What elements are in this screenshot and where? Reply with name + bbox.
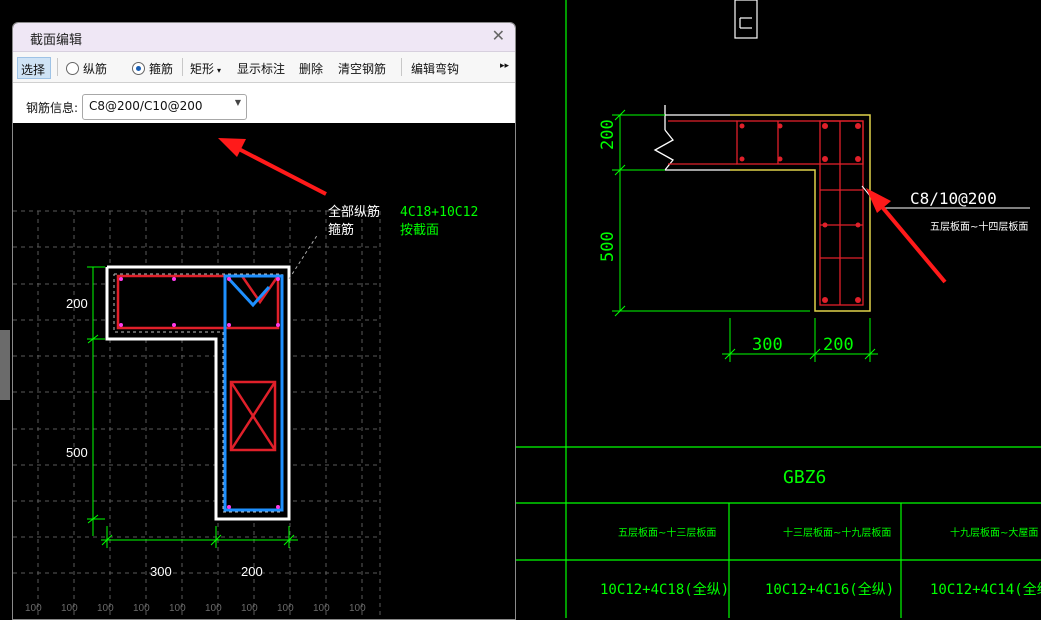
rect-dropdown[interactable]: 矩形▾	[190, 62, 222, 76]
wall-stub	[653, 105, 730, 171]
grid-label: 100	[241, 603, 258, 614]
dropdown-caret-icon: ▾	[217, 66, 222, 75]
delete-button[interactable]: 删除	[299, 62, 324, 76]
section-bars	[739, 123, 861, 303]
dialog-title: 截面编辑	[30, 33, 83, 48]
drawing-dim-200: 200	[598, 119, 618, 150]
red-arrow-dialog	[218, 138, 327, 196]
clear-rebar-button[interactable]: 清空钢筋	[338, 62, 387, 76]
longitudinal-bars	[119, 277, 280, 509]
rebar-info-label: 钢筋信息:	[26, 101, 79, 115]
drawing-dim-300: 300	[752, 335, 783, 355]
toolbar-divider	[182, 58, 183, 76]
red-arrow-right	[866, 188, 947, 284]
table-header-2: 十三层板面~十九层板面	[783, 526, 891, 539]
dim-left-bottom: 500	[66, 445, 88, 460]
table-title: GBZ6	[783, 467, 826, 488]
toolbar-divider	[401, 58, 402, 76]
cover-offset-line	[113, 273, 283, 513]
stirrup-red	[116, 274, 280, 452]
section-rebar	[668, 120, 864, 306]
annotation-longitudinal-value: 4C18+10C12	[400, 205, 478, 220]
longitudinal-radio[interactable]: 纵筋	[66, 60, 107, 77]
grid-label: 100	[61, 603, 78, 614]
table-value-1: 10C12+4C18(全纵)	[600, 581, 729, 598]
dialog-toolbar: 选择 纵筋 箍筋 矩形▾ 显示标注 删除 清空钢筋 编辑弯钩 ▸▸	[13, 52, 515, 83]
section-edit-dialog: 截面编辑 ✕ 选择 纵筋 箍筋 矩形▾ 显示标注 删除 清空钢筋 编辑弯钩 ▸▸…	[12, 22, 516, 620]
dim-bottom-right: 200	[241, 564, 263, 579]
grid-label: 100	[313, 603, 330, 614]
dim-bottom-left: 300	[150, 564, 172, 579]
rebar-info-bar: 钢筋信息: C8@200/C10@200 ▼	[13, 83, 515, 123]
annotation-stirrup: 箍筋	[328, 222, 354, 238]
grid-label: 100	[205, 603, 222, 614]
select-button[interactable]: 选择	[17, 57, 51, 79]
grid-label: 100	[97, 603, 114, 614]
dialog-titlebar[interactable]: 截面编辑 ✕	[13, 23, 515, 52]
radio-off-icon	[66, 62, 79, 75]
edit-hook-button[interactable]: 编辑弯钩	[411, 62, 460, 76]
table-header-1: 五层板面~十三层板面	[618, 526, 716, 539]
table-header-3: 十九层板面~大屋面	[950, 526, 1038, 539]
drawing-dim-200b: 200	[823, 335, 854, 355]
stirrup-callout: C8/10@200	[910, 189, 997, 208]
stirrup-radio[interactable]: 箍筋	[132, 60, 173, 77]
chevron-down-icon[interactable]: ▼	[234, 98, 241, 107]
drawing-frame	[514, 0, 1041, 618]
drawing-dimensions	[612, 109, 878, 362]
show-annotation-button[interactable]: 显示标注	[237, 62, 286, 76]
table-value-2: 10C12+4C16(全纵)	[765, 581, 894, 598]
rebar-info-select[interactable]: C8@200/C10@200 ▼	[82, 94, 247, 120]
section-canvas[interactable]: 100 100 100 100 100 100 100 100 100 100	[13, 124, 515, 619]
rebar-info-value: C8@200/C10@200	[89, 99, 203, 113]
callout-note: 五层板面~十四层板面	[930, 220, 1028, 233]
toolbar-divider	[57, 58, 58, 76]
side-collapse-handle[interactable]	[0, 330, 10, 400]
close-icon[interactable]: ✕	[491, 26, 505, 45]
canvas-dimensions	[87, 266, 298, 548]
section-outline	[105, 265, 291, 521]
grid-label: 100	[277, 603, 294, 614]
annotation-all-longitudinal: 全部纵筋	[328, 204, 380, 220]
section-outline	[730, 114, 871, 312]
grid-label: 100	[25, 603, 42, 614]
grid-label: 100	[133, 603, 150, 614]
overflow-chevron-icon[interactable]: ▸▸	[500, 61, 510, 71]
cad-symbol	[734, 0, 758, 39]
dim-left-top: 200	[66, 296, 88, 311]
annotation-leader	[288, 233, 319, 280]
stirrup-blue	[223, 274, 284, 512]
table-value-3: 10C12+4C14(全纵)	[930, 581, 1041, 598]
drawing-dim-500: 500	[598, 231, 618, 262]
grid-label: 100	[169, 603, 186, 614]
grid-label: 100	[349, 603, 366, 614]
grid-labels: 100 100 100 100 100 100 100 100 100 100	[25, 603, 366, 614]
radio-on-icon	[132, 62, 145, 75]
annotation-stirrup-value: 按截面	[400, 223, 439, 238]
